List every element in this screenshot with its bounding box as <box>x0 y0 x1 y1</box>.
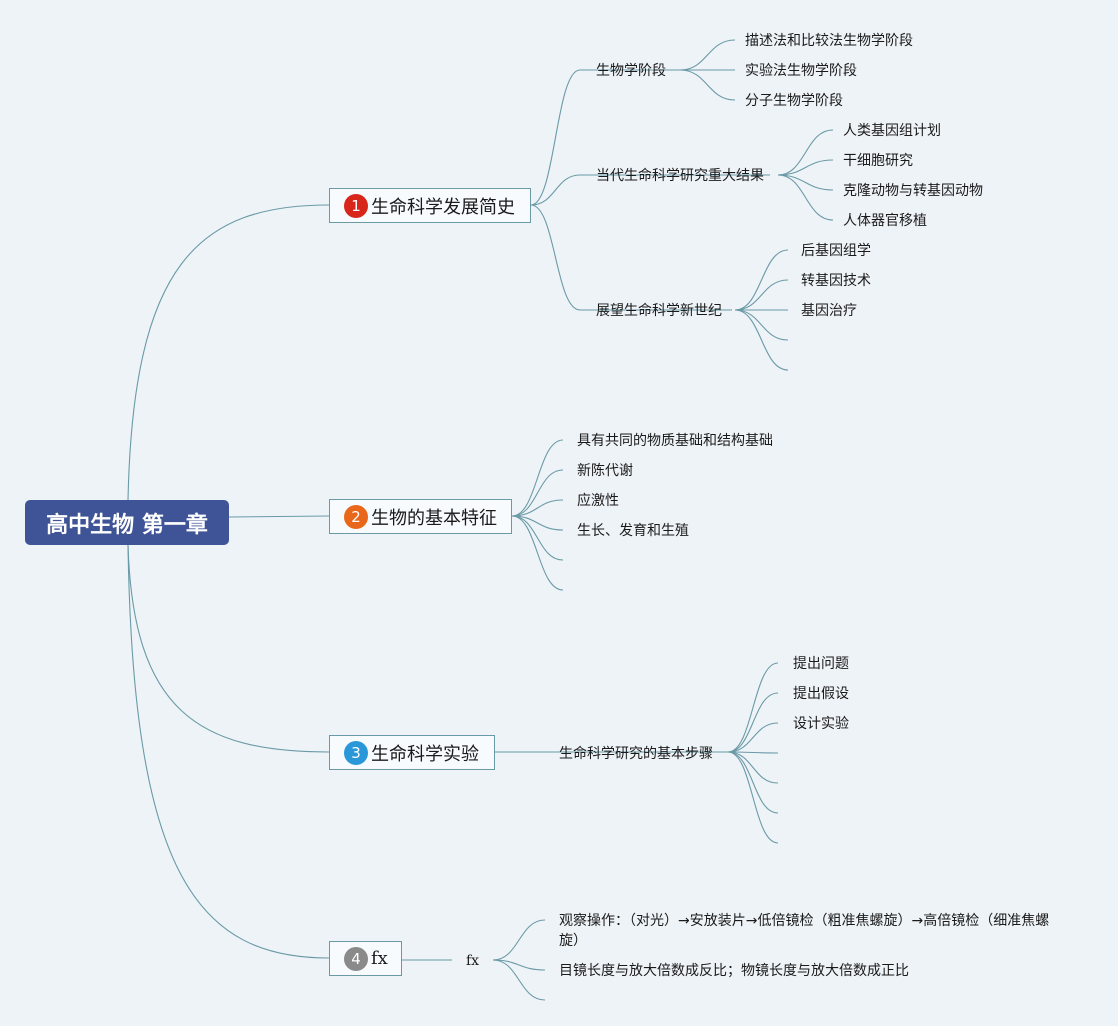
leaf-design-experiment[interactable]: 设计实验 <box>793 716 849 732</box>
connector-line <box>727 662 779 753</box>
root-topic[interactable]: 高中生物 第一章 <box>25 500 229 545</box>
topic-label: fx <box>371 948 388 969</box>
topic-label: 生命科学发展简史 <box>371 196 515 218</box>
leaf-experimental-stage[interactable]: 实验法生物学阶段 <box>745 63 857 79</box>
leaf-material-basis[interactable]: 具有共同的物质基础和结构基础 <box>577 433 773 449</box>
connector-line <box>727 722 779 753</box>
leaf-organ-transplant[interactable]: 人体器官移植 <box>843 213 927 229</box>
leaf-gene-therapy[interactable]: 基因治疗 <box>801 303 857 319</box>
topic-life-science-experiment[interactable]: 3 生命科学实验 <box>329 735 495 770</box>
connector-line <box>511 515 564 531</box>
connector-line <box>127 544 330 753</box>
connector-line <box>511 515 564 591</box>
leaf-ask-question[interactable]: 提出问题 <box>793 656 849 672</box>
connector-line <box>777 159 834 176</box>
connector-line <box>511 499 564 517</box>
topic-basic-characteristics[interactable]: 2 生物的基本特征 <box>329 499 512 534</box>
connector-line <box>127 544 330 959</box>
connector-line <box>727 751 779 814</box>
number-1-badge-icon: 1 <box>344 193 368 218</box>
connector-line <box>734 279 789 311</box>
connector-line <box>492 919 546 961</box>
root-topic-label: 高中生物 第一章 <box>46 512 208 538</box>
connector-line <box>734 309 789 341</box>
subtopic-basic-steps[interactable]: 生命科学研究的基本步骤 <box>559 746 713 762</box>
connector-line <box>492 959 546 1001</box>
leaf-post-genomics[interactable]: 后基因组学 <box>801 243 871 259</box>
connector-line <box>511 515 564 561</box>
connector-line <box>727 751 779 784</box>
leaf-hypothesis[interactable]: 提出假设 <box>793 686 849 702</box>
subtopic-major-results[interactable]: 当代生命科学研究重大结果 <box>596 168 764 184</box>
connector-line <box>777 174 834 221</box>
connector-line <box>679 39 736 71</box>
connector-line <box>777 129 834 176</box>
connector-line <box>727 692 779 753</box>
leaf-cloning[interactable]: 克隆动物与转基因动物 <box>843 183 983 199</box>
number-4-badge-icon: 4 <box>344 946 368 971</box>
number-3-badge-icon: 3 <box>344 740 368 765</box>
subtopic-new-century[interactable]: 展望生命科学新世纪 <box>596 303 722 319</box>
leaf-stem-cell[interactable]: 干细胞研究 <box>843 153 913 169</box>
connector-line <box>511 469 564 517</box>
leaf-growth-reproduction[interactable]: 生长、发育和生殖 <box>577 523 689 539</box>
connector-line <box>228 515 330 518</box>
connector-line <box>530 69 581 206</box>
leaf-molecular-stage[interactable]: 分子生物学阶段 <box>745 93 843 109</box>
leaf-irritability[interactable]: 应激性 <box>577 493 619 509</box>
leaf-metabolism[interactable]: 新陈代谢 <box>577 463 633 479</box>
topic-label: 生物的基本特征 <box>371 507 497 529</box>
topic-fx[interactable]: 4 fx <box>329 941 402 976</box>
subtopic-biology-stages[interactable]: 生物学阶段 <box>596 63 666 79</box>
connector-line <box>530 204 581 311</box>
leaf-descriptive-stage[interactable]: 描述法和比较法生物学阶段 <box>745 33 913 49</box>
connector-line <box>127 204 330 501</box>
topic-label: 生命科学实验 <box>371 743 479 765</box>
number-2-badge-icon: 2 <box>344 504 368 529</box>
connector-line <box>511 439 564 517</box>
leaf-lens-magnification[interactable]: 目镜长度与放大倍数成反比；物镜长度与放大倍数成正比 <box>559 963 909 979</box>
leaf-human-genome[interactable]: 人类基因组计划 <box>843 123 941 139</box>
connector-line <box>727 751 779 844</box>
leaf-transgenic[interactable]: 转基因技术 <box>801 273 871 289</box>
topic-life-science-history[interactable]: 1 生命科学发展简史 <box>329 188 531 223</box>
connector-line <box>679 69 736 101</box>
connector-line <box>530 174 581 206</box>
subtopic-fx[interactable]: fx <box>466 953 480 969</box>
connector-line <box>734 309 789 371</box>
leaf-microscope-operation[interactable]: 观察操作：（对光）→安放装片→低倍镜检（粗准焦螺旋）→高倍镜检（细准焦螺旋） <box>559 913 1050 949</box>
connector-line <box>734 249 789 311</box>
connector-line <box>777 174 834 191</box>
